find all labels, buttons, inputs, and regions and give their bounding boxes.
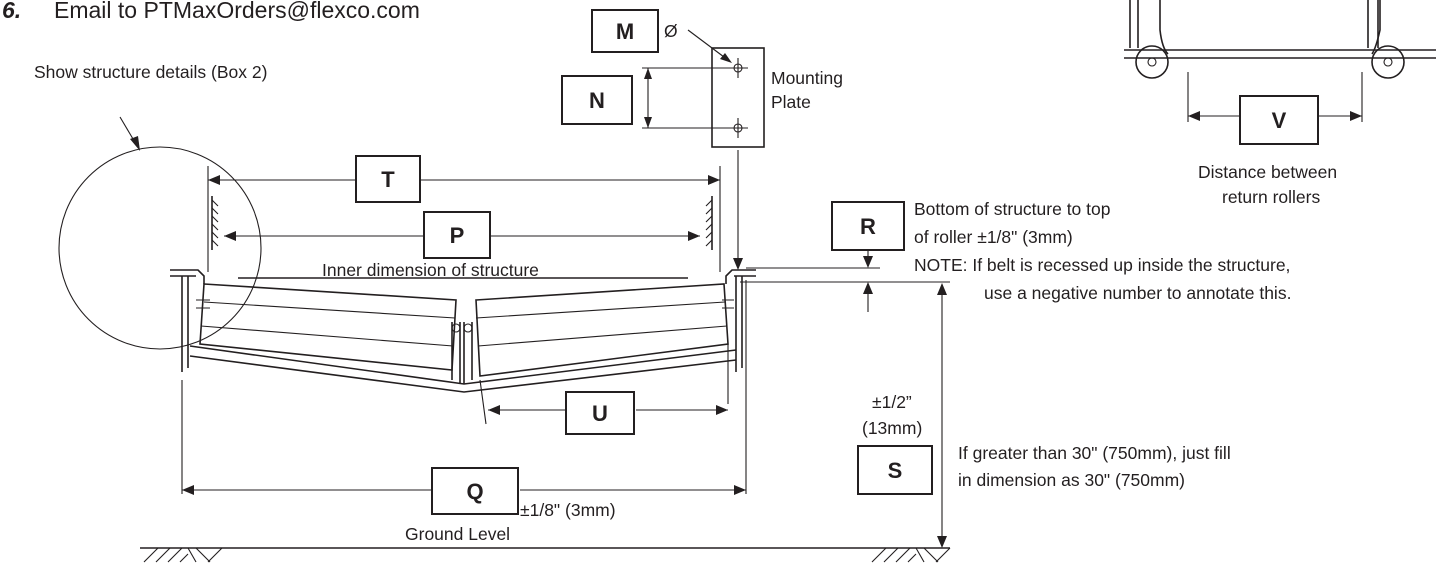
s-tolerance-2: (13mm) [862, 418, 922, 438]
u-dimension [479, 344, 729, 425]
svg-text:T: T [381, 167, 395, 192]
step-number: 6. [2, 0, 21, 23]
p-dimension: Inner dimension of structure [211, 196, 713, 280]
inner-dimension-label: Inner dimension of structure [322, 260, 539, 280]
return-rollers-label-2: return rollers [1222, 187, 1320, 207]
svg-text:V: V [1272, 108, 1287, 133]
svg-text:N: N [589, 88, 605, 113]
svg-text:U: U [592, 401, 608, 426]
belt-note-2: use a negative number to annotate this. [984, 283, 1291, 303]
box-q[interactable]: Q [431, 467, 519, 515]
q-tolerance: ±1/8" (3mm) [520, 500, 616, 520]
s-note-1: If greater than 30" (750mm), just fill [958, 443, 1231, 463]
structure-details-label: Show structure details (Box 2) [34, 62, 267, 82]
ground-level-label: Ground Level [405, 524, 510, 544]
detail-circle [58, 146, 262, 350]
diameter-symbol: Ø [664, 21, 678, 41]
r-s-dimensions: Bottom of structure to top of roller ±1/… [740, 199, 1291, 548]
r-note-2: of roller ±1/8" (3mm) [914, 227, 1073, 247]
box-v[interactable]: V [1239, 95, 1319, 145]
s-note-2: in dimension as 30" (750mm) [958, 470, 1185, 490]
structure-detail-callout: Show structure details (Box 2) [34, 62, 267, 350]
step-text: Email to PTMaxOrders@flexco.com [54, 0, 420, 23]
return-rollers-label-1: Distance between [1198, 162, 1337, 182]
svg-text:R: R [860, 214, 876, 239]
mounting-plate-label-1: Mounting [771, 68, 843, 88]
belt-note-1: NOTE: If belt is recessed up inside the … [914, 255, 1290, 275]
ground-line [140, 547, 951, 563]
r-note-1: Bottom of structure to top [914, 199, 1110, 219]
box-s[interactable]: S [857, 445, 933, 495]
idler-structure [170, 269, 756, 393]
box-u[interactable]: U [565, 391, 635, 435]
mounting-plate-label-2: Plate [771, 92, 811, 112]
s-tolerance-1: ±1/2” [872, 392, 912, 412]
svg-text:M: M [616, 19, 634, 44]
box-p[interactable]: P [423, 211, 491, 259]
mounting-plate: Ø Mounting Plate [642, 21, 843, 270]
svg-text:S: S [888, 458, 903, 483]
return-rollers: Distance between return rollers [1124, 0, 1436, 207]
box-m[interactable]: M [591, 9, 659, 53]
box-r[interactable]: R [831, 201, 905, 251]
svg-text:Q: Q [466, 479, 483, 504]
svg-text:P: P [450, 223, 465, 248]
box-n[interactable]: N [561, 75, 633, 125]
q-dimension: ±1/8" (3mm) Ground Level [181, 280, 747, 544]
t-dimension [207, 166, 721, 272]
box-t[interactable]: T [355, 155, 421, 203]
